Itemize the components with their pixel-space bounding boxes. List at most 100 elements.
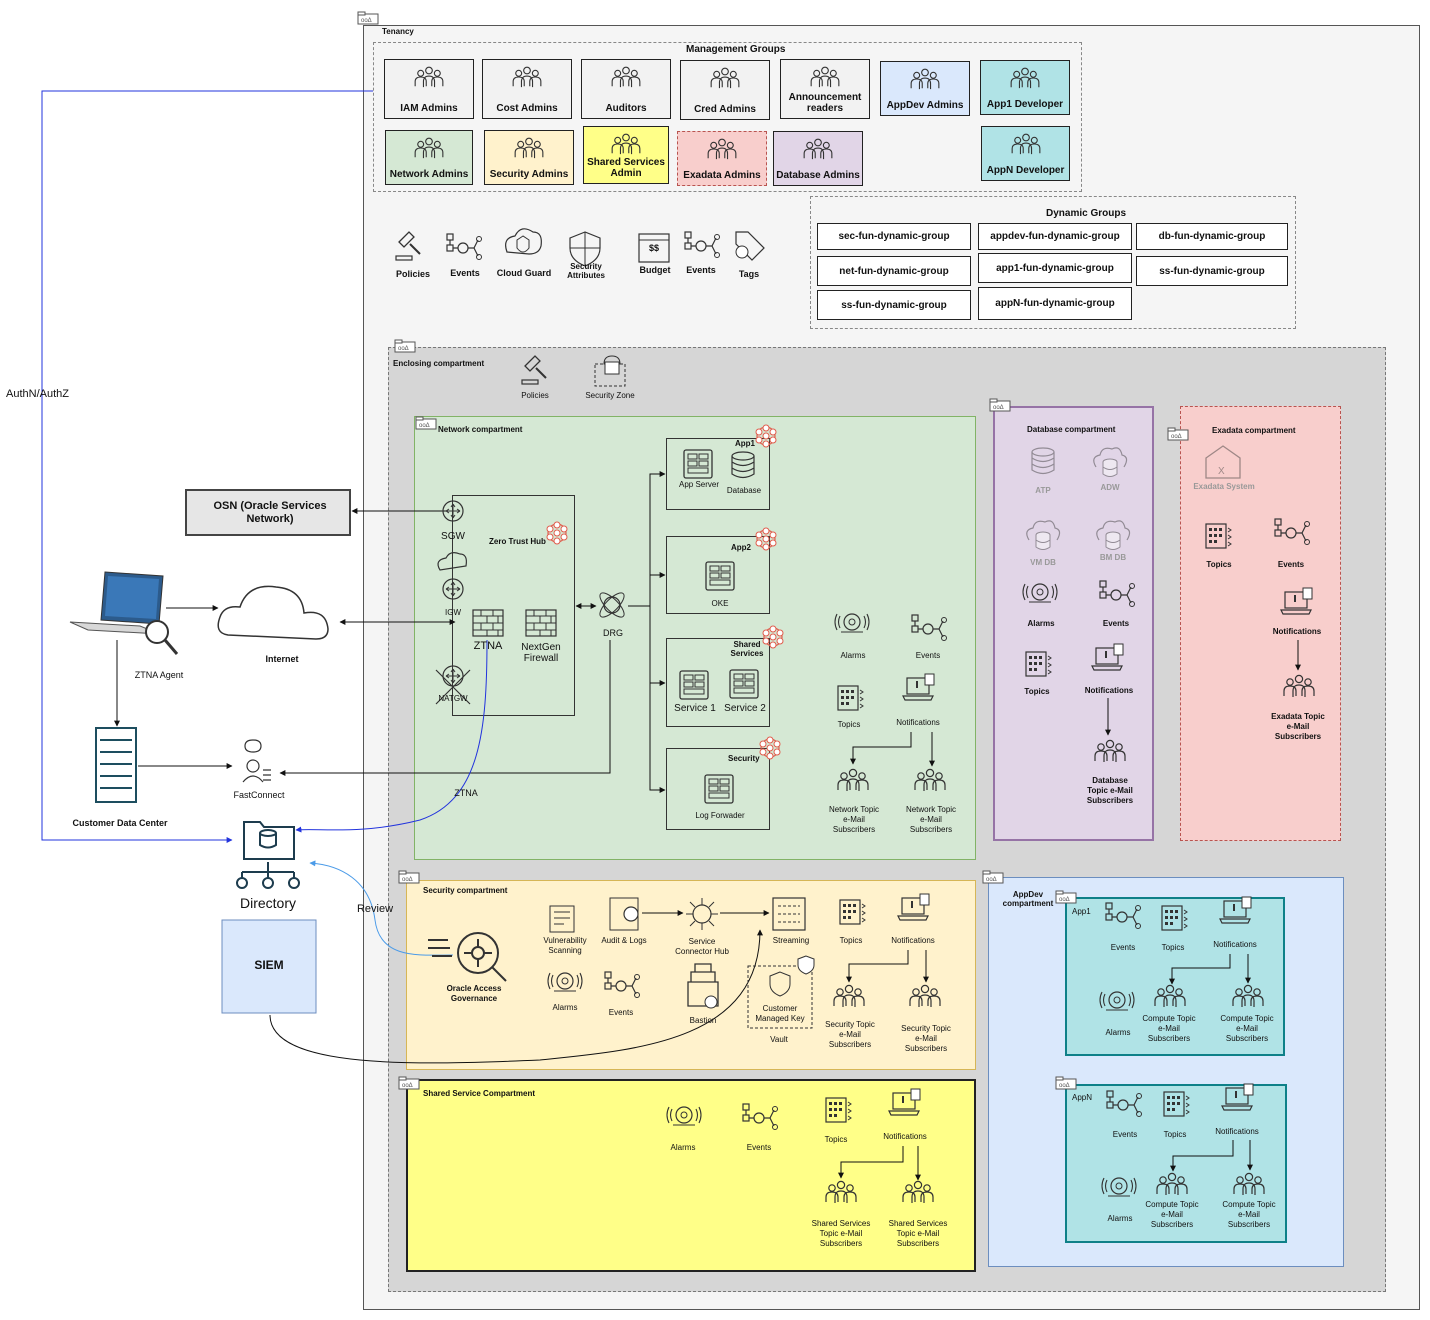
dynamic-groups-title: Dynamic Groups (1046, 208, 1127, 219)
compartment-icon: ooΔ (1167, 427, 1189, 441)
management-group-label: Security Admins (489, 169, 569, 180)
siem-label: SIEM (254, 958, 284, 972)
bmdb-label: BM DB (1099, 553, 1127, 562)
network-compartment-label: Network compartment (438, 425, 523, 434)
management-group-box: AppN Developer (981, 126, 1070, 181)
authn-label: AuthN/AuthZ (6, 388, 69, 400)
zero-trust-hub-label: Zero Trust Hub (489, 537, 546, 546)
people-group-icon (414, 66, 444, 88)
exadata-compartment (1180, 406, 1341, 841)
shared-service-compartment-label: Shared Service Compartment (423, 1089, 536, 1098)
tenancy-label: Tenancy (382, 27, 414, 36)
compartment-icon: ooΔ (398, 1076, 420, 1090)
vault-label: Vault (770, 1035, 788, 1044)
database-compartment-label: Database compartment (1027, 425, 1116, 434)
compartment-icon: ooΔ (415, 416, 437, 430)
dynamic-group-box: appdev-fun-dynamic-group (978, 223, 1132, 250)
vuln-scanning-label: Vulnerability Scanning (543, 936, 587, 955)
db-events-label: Events (1102, 619, 1130, 628)
management-groups-title: Management Groups (686, 44, 786, 55)
management-group-box: Security Admins (484, 130, 574, 185)
database-label: Database (726, 486, 762, 495)
svg-text:ooΔ: ooΔ (402, 877, 413, 883)
natgw-label: NATGW (438, 694, 468, 703)
svg-text:ooΔ: ooΔ (1059, 1083, 1070, 1089)
management-group-box: Auditors (581, 59, 671, 119)
app1-topics-label: Topics (1161, 943, 1185, 952)
network-topics-label: Topics (837, 720, 861, 729)
ss-subscribers-2: Shared Services Topic e-Mail Subscribers (888, 1219, 948, 1248)
oag-label: Oracle Access Governance (446, 984, 502, 1003)
db-topics-label: Topics (1024, 687, 1050, 696)
fastconnect-label: FastConnect (233, 790, 285, 800)
svg-text:ooΔ: ooΔ (402, 1083, 413, 1089)
compartment-icon: ooΔ (357, 11, 379, 25)
sch-label: Service Connector Hub (675, 937, 729, 956)
management-group-label: Database Admins (776, 170, 860, 181)
sec-subscribers-2: Security Topic e-Mail Subscribers (901, 1024, 951, 1053)
management-group-label: Cost Admins (496, 103, 558, 114)
tenancy-policies-label: Policies (395, 269, 431, 279)
sgw-label: SGW (441, 531, 465, 542)
dynamic-group-box: net-fun-dynamic-group (817, 256, 971, 286)
management-group-box: Exadata Admins (677, 131, 767, 186)
people-group-icon (707, 138, 737, 160)
drg-label: DRG (603, 628, 623, 638)
compartment-icon: ooΔ (394, 339, 416, 353)
log-forwarder-label: Log Forwader (695, 811, 745, 820)
people-group-icon (1011, 133, 1040, 155)
appn-subscribers-2: Compute Topic e-Mail Subscribers (1222, 1200, 1276, 1229)
app1-subscribers-1: Compute Topic e-Mail Subscribers (1142, 1014, 1196, 1043)
people-group-icon (414, 137, 444, 159)
zero-trust-hub-box (452, 495, 575, 716)
ss-notifications-label: Notifications (883, 1132, 927, 1141)
people-group-icon (803, 138, 833, 160)
appdev-app1-label: App1 (1072, 907, 1091, 916)
customer-dc-label: Customer Data Center (72, 818, 168, 828)
directory-icon (236, 821, 300, 889)
sec-topics-label: Topics (839, 936, 863, 945)
review-label: Review (356, 903, 394, 915)
management-group-label: AppDev Admins (886, 100, 964, 111)
people-group-icon (1010, 67, 1040, 89)
management-group-box: App1 Developer (980, 60, 1070, 115)
app1-subscribers-2: Compute Topic e-Mail Subscribers (1220, 1014, 1274, 1043)
svg-text:ooΔ: ooΔ (1059, 897, 1070, 903)
app1-subnet-title: App1 (735, 439, 755, 448)
dynamic-group-box: ss-fun-dynamic-group (817, 290, 971, 320)
appn-subscribers-1: Compute Topic e-Mail Subscribers (1145, 1200, 1199, 1229)
management-group-box: Cost Admins (482, 59, 572, 119)
tags-label: Tags (738, 269, 760, 279)
security-compartment-label: Security compartment (423, 886, 508, 895)
sec-events-label: Events (608, 1008, 634, 1017)
appn-alarms-label: Alarms (1107, 1214, 1133, 1223)
budget-icon-text: $$ (648, 243, 659, 253)
cmk-label: Customer Managed Key (755, 1004, 805, 1023)
tenancy-events-label: Events (450, 268, 480, 278)
exa-notifications-label: Notifications (1272, 627, 1322, 636)
app-server-label: App Server (678, 480, 720, 489)
exa-topics-label: Topics (1206, 560, 1232, 569)
network-notifications-label: Notifications (896, 718, 940, 727)
app2-subnet-title: App2 (731, 543, 751, 552)
compartment-icon: ooΔ (1055, 1076, 1077, 1090)
management-group-label: AppN Developer (986, 165, 1065, 176)
oke-label: OKE (711, 599, 729, 608)
shared-subnet-box (666, 638, 770, 727)
security-attributes-label: Security Attributes (567, 262, 605, 280)
management-group-box: IAM Admins (384, 59, 474, 119)
igw-label: IGW (445, 608, 461, 617)
budget-label: Budget (639, 265, 671, 275)
people-group-icon (910, 68, 940, 90)
exa-events-label: Events (1277, 560, 1305, 569)
dynamic-group-box: appN-fun-dynamic-group (978, 287, 1132, 320)
dynamic-group-box: sec-fun-dynamic-group (817, 223, 971, 250)
ss-topics-label: Topics (824, 1135, 848, 1144)
tenancy-events2-label: Events (686, 265, 716, 275)
database-compartment (993, 406, 1154, 841)
svg-text:ooΔ: ooΔ (361, 18, 372, 24)
compartment-icon: ooΔ (1055, 890, 1077, 904)
management-groups-box (373, 42, 1082, 192)
svg-text:ooΔ: ooΔ (986, 877, 997, 883)
app1-alarms-label: Alarms (1105, 1028, 1131, 1037)
